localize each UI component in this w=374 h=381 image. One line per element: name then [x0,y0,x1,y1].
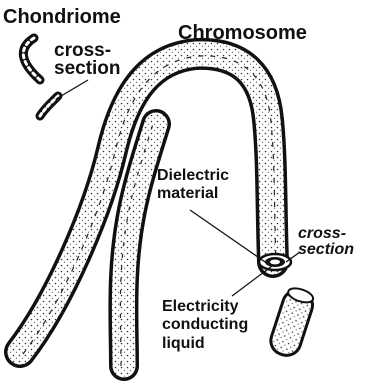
electricity-conducting-liquid-label: Electricity conducting liquid [162,298,248,353]
chondriome-cross-section-piece [40,96,58,116]
chondriome-cross-section-label: cross- section [54,42,121,78]
dielectric-material-label: Dielectric material [157,167,229,203]
chondriome-cross-section-pointer [56,80,88,99]
chromosome-cross-section-fragment [267,285,317,359]
liquid-pointer [232,266,272,296]
chondriome-label: Chondriome [3,7,121,27]
chondriome-filament [23,38,40,80]
chromosome-label: Chromosome [178,23,307,43]
chromosome-cross-section-label: cross- section [298,226,354,258]
